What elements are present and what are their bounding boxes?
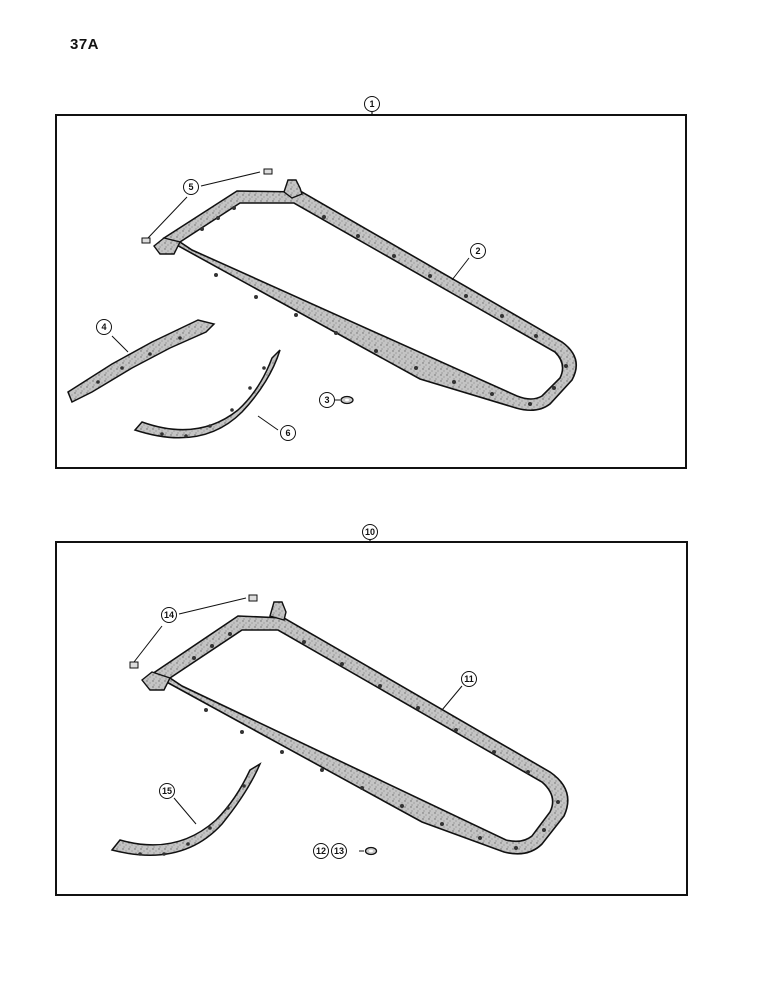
callout-14: 14 bbox=[161, 607, 177, 623]
rear-seal-curved bbox=[133, 349, 281, 439]
callout-5: 5 bbox=[183, 179, 199, 195]
page-number: 37A bbox=[70, 36, 100, 53]
callout-13: 13 bbox=[331, 843, 347, 859]
assembly-10-callout: 10 bbox=[362, 524, 378, 540]
callout-12: 12 bbox=[313, 843, 329, 859]
assembly-1-callout: 1 bbox=[364, 96, 380, 112]
retainer-clips bbox=[141, 168, 273, 244]
panel-assembly-10: 14 11 15 12 13 bbox=[55, 541, 688, 896]
callout-4: 4 bbox=[96, 319, 112, 335]
callout-2: 2 bbox=[470, 243, 486, 259]
front-seal-strip bbox=[67, 319, 216, 404]
callout-6: 6 bbox=[280, 425, 296, 441]
panel-10-leaders bbox=[133, 597, 463, 852]
washer-2 bbox=[364, 846, 378, 856]
rear-seal-curved-2 bbox=[110, 762, 262, 856]
pan-gasket-outline-2 bbox=[141, 601, 569, 855]
callout-15: 15 bbox=[159, 783, 175, 799]
panel-1-drawing bbox=[67, 168, 578, 439]
callout-3: 3 bbox=[319, 392, 335, 408]
panel-1-leaders bbox=[111, 171, 470, 431]
washer bbox=[340, 395, 354, 405]
panel-10-drawing bbox=[110, 594, 569, 856]
pan-gasket-outline bbox=[153, 179, 578, 412]
panel-assembly-1: 5 2 4 3 6 bbox=[55, 114, 687, 469]
callout-11: 11 bbox=[461, 671, 477, 687]
